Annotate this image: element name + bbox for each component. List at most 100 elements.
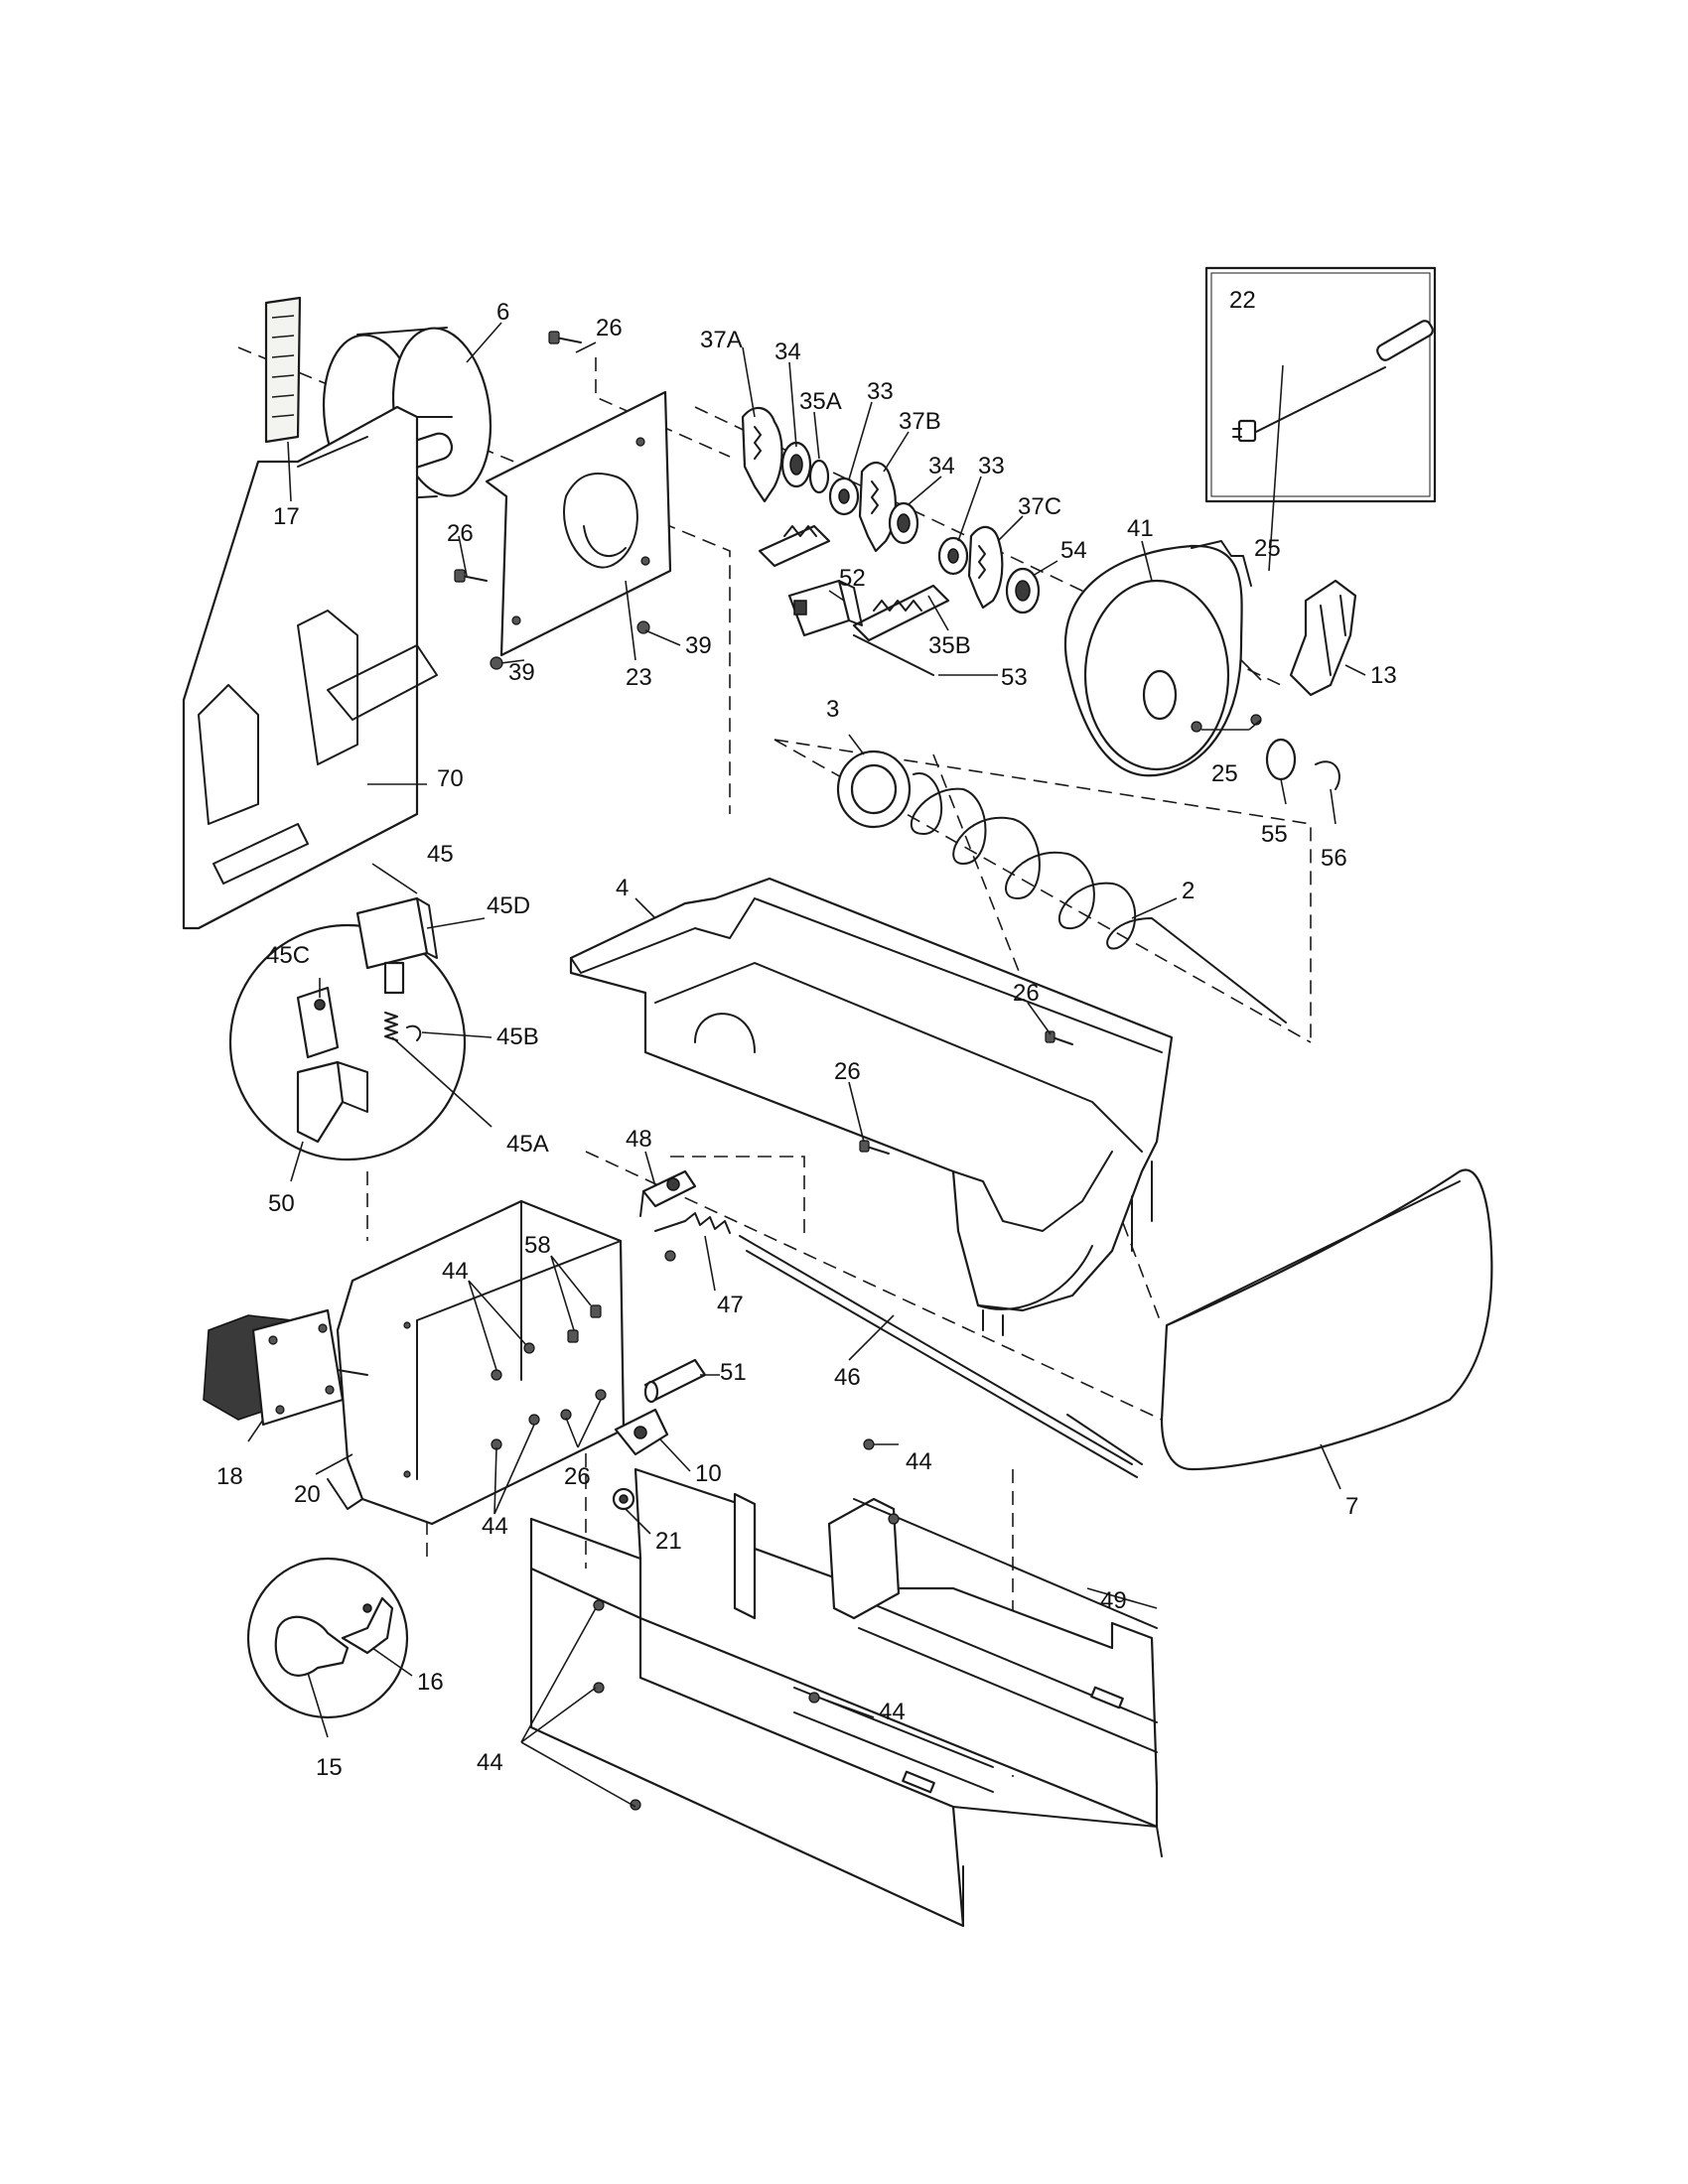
blade-37C[interactable]	[967, 525, 1004, 610]
label-21: 21	[655, 1528, 682, 1555]
spacer-34-a[interactable]	[780, 441, 812, 488]
harness-22[interactable]	[1232, 319, 1435, 443]
label-35B: 35B	[928, 632, 971, 659]
label-20: 20	[294, 1481, 321, 1508]
rod-46[interactable]	[739, 1235, 1143, 1478]
screws-58[interactable]	[567, 1304, 602, 1343]
label-34-b: 34	[928, 453, 955, 479]
label-25-a: 25	[1254, 535, 1281, 562]
cover-41[interactable]	[1064, 540, 1252, 777]
housing-49[interactable]	[529, 1467, 1163, 1928]
label-56: 56	[1321, 845, 1347, 872]
label-44-d: 44	[879, 1699, 906, 1725]
label-33-b: 33	[978, 453, 1005, 479]
leader-lines	[247, 322, 1366, 1808]
blade-37A[interactable]	[741, 406, 783, 503]
washer-33-a[interactable]	[828, 477, 860, 516]
blade-37B[interactable]	[858, 462, 897, 553]
label-16: 16	[417, 1669, 444, 1696]
part-labels: 6 26 17 23 39 39 26 70 37A 34 35A 33 37B…	[216, 287, 1397, 1781]
label-26-d: 26	[834, 1058, 861, 1085]
label-47: 47	[717, 1292, 744, 1318]
label-4: 4	[616, 875, 629, 901]
label-3: 3	[826, 696, 839, 723]
label-26-b: 26	[447, 520, 474, 547]
label-44-b: 44	[482, 1513, 508, 1540]
label-50: 50	[268, 1190, 295, 1217]
bracket-49-inner[interactable]	[733, 1492, 1158, 1629]
label-37A: 37A	[700, 327, 743, 353]
label-34-a: 34	[774, 339, 801, 365]
label-54: 54	[1060, 537, 1087, 564]
ice-bucket-4[interactable]	[569, 877, 1174, 1336]
front-panel-7[interactable]	[1160, 1168, 1493, 1471]
auger-coil-2[interactable]	[910, 772, 1287, 1024]
label-33-a: 33	[867, 378, 894, 405]
washer-33-b[interactable]	[937, 536, 969, 576]
label-plate-17[interactable]	[264, 296, 302, 444]
bushing-54[interactable]	[1005, 567, 1041, 614]
bracket-48[interactable]	[639, 1169, 697, 1217]
ring-55[interactable]	[1265, 738, 1297, 781]
label-45: 45	[427, 841, 454, 868]
shutter-13[interactable]	[1289, 579, 1357, 697]
screw-39-left[interactable]	[490, 656, 503, 670]
label-44-c: 44	[906, 1448, 932, 1475]
spacer-34-b[interactable]	[888, 501, 919, 545]
label-45B: 45B	[496, 1024, 539, 1050]
label-15: 15	[316, 1754, 343, 1781]
screw-26-bucket-right[interactable]	[1045, 1030, 1073, 1045]
housing-plate-23[interactable]	[485, 390, 672, 657]
spring-45A[interactable]	[384, 1012, 398, 1041]
label-37C: 37C	[1018, 493, 1061, 520]
label-13: 13	[1370, 662, 1397, 689]
bracket-45C[interactable]	[296, 986, 340, 1059]
bracket-70[interactable]	[182, 405, 438, 930]
label-44-a: 44	[442, 1258, 469, 1285]
screw-26-left[interactable]	[454, 569, 488, 583]
label-53: 53	[1001, 664, 1028, 691]
label-45D: 45D	[487, 892, 530, 919]
nut-21[interactable]	[612, 1487, 635, 1511]
label-39-b: 39	[685, 632, 712, 659]
screw-47[interactable]	[664, 1250, 676, 1262]
spring-47[interactable]	[654, 1212, 731, 1234]
label-70: 70	[437, 765, 464, 792]
socket-16[interactable]	[341, 1596, 394, 1655]
label-6: 6	[496, 299, 509, 326]
drive-ring-3[interactable]	[836, 750, 912, 829]
solenoid-45D[interactable]	[355, 896, 438, 995]
cam-10[interactable]	[614, 1408, 669, 1456]
label-49: 49	[1100, 1587, 1127, 1614]
inset-box-22	[1204, 266, 1437, 503]
clip-45B[interactable]	[406, 1024, 422, 1041]
label-39-a: 39	[508, 659, 535, 686]
label-10: 10	[695, 1460, 722, 1487]
label-37B: 37B	[899, 408, 941, 435]
label-25-b: 25	[1211, 760, 1238, 787]
screw-26-top[interactable]	[548, 331, 582, 344]
label-26-e: 26	[564, 1463, 591, 1490]
crusher-shaft-51[interactable]	[643, 1358, 707, 1404]
housing-20[interactable]	[327, 1199, 626, 1526]
clip-56[interactable]	[1315, 760, 1340, 790]
bulb-15[interactable]	[274, 1615, 350, 1677]
cap-50[interactable]	[296, 1060, 368, 1144]
label-55: 55	[1261, 821, 1288, 848]
label-48: 48	[626, 1126, 652, 1153]
label-45C: 45C	[266, 942, 310, 969]
label-26-c: 26	[1013, 980, 1040, 1007]
label-23: 23	[626, 664, 652, 691]
washer-35A[interactable]	[808, 459, 830, 494]
label-41: 41	[1127, 515, 1154, 542]
motor-18[interactable]	[203, 1308, 368, 1427]
label-2: 2	[1182, 878, 1195, 904]
label-51: 51	[720, 1359, 747, 1386]
shaft-53[interactable]	[853, 634, 934, 676]
screw-26-bucket-left[interactable]	[859, 1140, 890, 1155]
label-22: 22	[1229, 287, 1256, 314]
label-7: 7	[1345, 1493, 1358, 1520]
blade-35B-set[interactable]	[758, 524, 950, 642]
inset-circle-45	[228, 863, 467, 1161]
